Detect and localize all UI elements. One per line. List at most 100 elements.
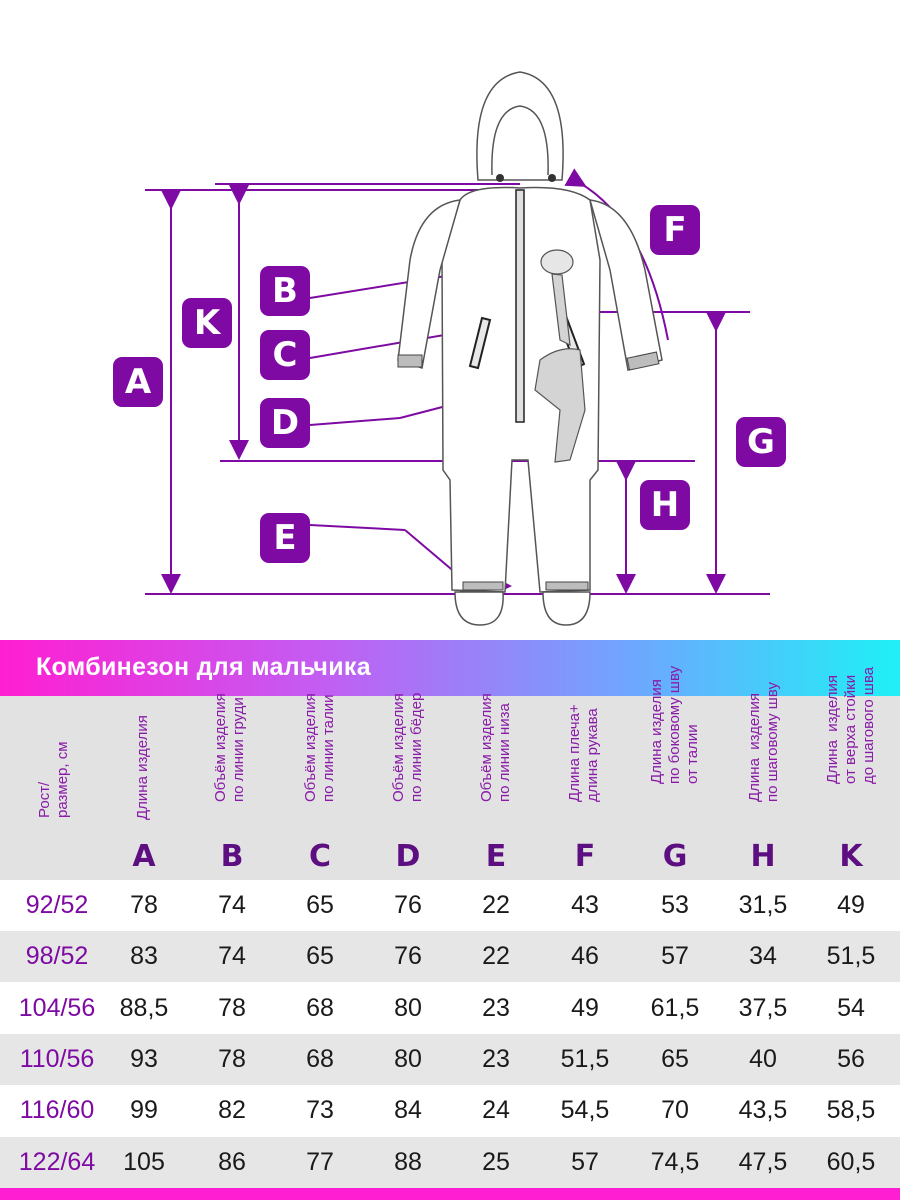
value-cell-f: 43 bbox=[571, 891, 599, 919]
header-label-c: Объём изделия по линии талии bbox=[302, 693, 337, 802]
header-cell-b: Объём изделия по линии груди B bbox=[188, 693, 276, 880]
value-cell-c: 77 bbox=[306, 1147, 334, 1176]
header-label-a: Длина изделия bbox=[134, 715, 151, 820]
header-label-f: Длина плеча+ длина рукава bbox=[566, 704, 601, 802]
header-label-d: Объём изделия по линии бёдер bbox=[390, 692, 425, 802]
header-letter-a: A bbox=[132, 839, 156, 874]
value-cell-e: 22 bbox=[482, 942, 510, 971]
size-header-cell: Рост/ размер, см bbox=[0, 696, 90, 880]
badge-a: A bbox=[113, 357, 163, 407]
value-cell-d: 84 bbox=[394, 1096, 422, 1125]
value-cell-g: 61,5 bbox=[650, 993, 700, 1022]
value-cell-a: 78 bbox=[130, 891, 158, 919]
product-title: Комбинезон для мальчика bbox=[36, 653, 371, 681]
value-cell-k: 51,5 bbox=[826, 942, 876, 971]
value-cell-b: 82 bbox=[218, 1096, 246, 1125]
size-cell: 92/52 bbox=[25, 891, 89, 919]
size-header-label: Рост/ размер, см bbox=[36, 741, 71, 818]
value-cell-b: 74 bbox=[218, 891, 246, 919]
size-cell: 116/60 bbox=[19, 1096, 95, 1125]
badge-f: F bbox=[650, 205, 700, 255]
value-cell-d: 80 bbox=[394, 1044, 422, 1073]
size-cell: 122/64 bbox=[18, 1147, 96, 1176]
header-label-g: Длина изделия по боковому шву от талии bbox=[648, 665, 701, 784]
value-cell-d: 76 bbox=[394, 891, 422, 919]
header-cell-e: Объём изделия по линии низа E bbox=[452, 693, 540, 880]
value-cell-g: 65 bbox=[661, 1044, 689, 1073]
header-label-k: Длина изделия от верха стойки до шаговог… bbox=[824, 666, 877, 784]
value-cell-a: 105 bbox=[123, 1147, 165, 1176]
size-cell: 104/56 bbox=[18, 993, 96, 1022]
value-cell-g: 74,5 bbox=[650, 1147, 700, 1176]
badge-c: C bbox=[260, 330, 310, 380]
header-letter-g: G bbox=[662, 839, 688, 874]
value-cell-c: 65 bbox=[306, 891, 334, 919]
badge-d: D bbox=[260, 398, 310, 448]
value-cell-d: 76 bbox=[394, 942, 422, 971]
value-cell-f: 57 bbox=[571, 1147, 599, 1176]
bottom-accent-bar bbox=[0, 1188, 900, 1200]
header-cell-f: Длина плеча+ длина рукава F bbox=[540, 696, 630, 880]
value-cell-h: 34 bbox=[749, 942, 777, 971]
value-cell-a: 88,5 bbox=[119, 993, 169, 1022]
value-cell-f: 49 bbox=[571, 993, 599, 1022]
header-cell-k: Длина изделия от верха стойки до шаговог… bbox=[806, 667, 896, 880]
value-cell-c: 68 bbox=[306, 1044, 334, 1073]
value-cell-b: 78 bbox=[218, 993, 246, 1022]
value-cell-k: 49 bbox=[837, 891, 865, 919]
value-cell-h: 47,5 bbox=[738, 1147, 788, 1176]
value-cell-f: 46 bbox=[571, 942, 599, 971]
jumpsuit-illustration bbox=[145, 71, 770, 626]
value-cell-e: 24 bbox=[482, 1096, 510, 1125]
size-cell: 98/52 bbox=[25, 942, 89, 971]
value-cell-f: 54,5 bbox=[560, 1096, 610, 1125]
header-letter-f: F bbox=[574, 839, 596, 874]
header-letter-b: B bbox=[220, 839, 244, 874]
value-cell-a: 93 bbox=[130, 1044, 158, 1073]
header-cell-d: Объём изделия по линии бёдер D bbox=[364, 692, 452, 880]
product-title-bar: Комбинезон для мальчика bbox=[0, 640, 900, 696]
value-cell-d: 80 bbox=[394, 993, 422, 1022]
garment-diagram: A K B C D E F G H bbox=[113, 71, 786, 626]
value-cell-d: 88 bbox=[394, 1147, 422, 1176]
badge-e: E bbox=[260, 513, 310, 563]
value-cell-e: 22 bbox=[482, 891, 510, 919]
header-letter-h: H bbox=[750, 839, 776, 874]
badge-h: H bbox=[640, 480, 690, 530]
header-cell-h: Длина изделия по шаговому шву H bbox=[720, 682, 806, 880]
value-cell-f: 51,5 bbox=[560, 1044, 610, 1073]
value-cell-e: 23 bbox=[482, 993, 510, 1022]
value-cell-e: 23 bbox=[482, 1044, 510, 1073]
value-cell-b: 86 bbox=[218, 1147, 246, 1176]
header-label-h: Длина изделия по шаговому шву bbox=[746, 682, 781, 802]
table-header: Рост/ размер, см Длина изделия A Объём и… bbox=[0, 666, 900, 880]
value-cell-g: 57 bbox=[661, 942, 689, 971]
header-letter-d: D bbox=[395, 839, 421, 874]
value-cell-g: 70 bbox=[661, 1096, 689, 1125]
size-cell: 110/56 bbox=[19, 1044, 95, 1073]
header-cell-a: Длина изделия A bbox=[100, 696, 188, 880]
value-cell-e: 25 bbox=[482, 1147, 510, 1176]
value-cell-k: 60,5 bbox=[826, 1147, 876, 1176]
header-label-b: Объём изделия по линии груди bbox=[212, 693, 247, 802]
value-cell-a: 99 bbox=[130, 1096, 158, 1125]
table-row: 104/56 88,5 78 68 80 23 49 61,5 37,5 54 bbox=[0, 983, 900, 1034]
value-cell-h: 40 bbox=[749, 1044, 777, 1073]
value-cell-c: 68 bbox=[306, 993, 334, 1022]
header-letter-c: C bbox=[308, 839, 332, 874]
header-cell-g: Длина изделия по боковому шву от талии G bbox=[630, 666, 720, 880]
badge-g: G bbox=[736, 417, 786, 467]
header-letter-k: K bbox=[839, 839, 863, 874]
header-cell-c: Объём изделия по линии талии C bbox=[276, 693, 364, 880]
value-cell-k: 56 bbox=[837, 1044, 865, 1073]
badge-k: K bbox=[182, 298, 232, 348]
value-cell-c: 73 bbox=[306, 1096, 334, 1125]
header-label-e: Объём изделия по линии низа bbox=[478, 693, 513, 802]
value-cell-h: 31,5 bbox=[738, 891, 788, 919]
value-cell-k: 54 bbox=[837, 993, 865, 1022]
value-cell-b: 74 bbox=[218, 942, 246, 971]
value-cell-h: 37,5 bbox=[738, 993, 788, 1022]
